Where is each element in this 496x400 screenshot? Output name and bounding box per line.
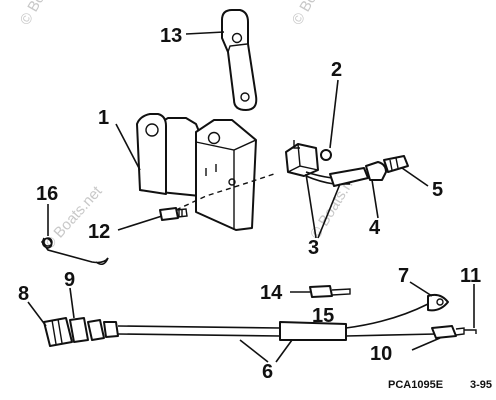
callout-5: 5 xyxy=(432,179,443,201)
leader-6b xyxy=(275,339,293,363)
callout-15: 15 xyxy=(312,305,334,327)
leader-8 xyxy=(27,301,47,327)
leader-9 xyxy=(69,287,75,319)
bracket-part xyxy=(136,113,257,231)
callout-3: 3 xyxy=(308,237,319,259)
callout-4: 4 xyxy=(369,217,381,239)
callout-7: 7 xyxy=(398,265,409,287)
callout-14: 14 xyxy=(260,282,283,304)
leader-10 xyxy=(411,337,441,351)
callout-16: 16 xyxy=(36,183,58,205)
callout-13: 13 xyxy=(160,25,182,47)
callout-12: 12 xyxy=(88,221,110,243)
callout-1: 1 xyxy=(98,107,109,129)
pin-terminal-part xyxy=(309,285,351,298)
callout-numbers: 13 2 1 5 16 4 12 3 7 11 9 8 14 15 10 6 xyxy=(18,25,481,383)
callout-6: 6 xyxy=(262,361,273,383)
leader-lines xyxy=(27,31,475,363)
leader-3a xyxy=(305,173,317,239)
callout-8: 8 xyxy=(18,283,29,305)
leader-12 xyxy=(117,215,163,231)
switch-assembly-part xyxy=(285,140,409,187)
leader-2 xyxy=(329,79,339,149)
date-code-label: 3-95 xyxy=(470,379,492,391)
leader-3b xyxy=(317,183,341,239)
leader-13 xyxy=(185,31,225,35)
leader-6a xyxy=(239,339,269,363)
callout-10: 10 xyxy=(370,343,392,365)
callout-11: 11 xyxy=(460,265,481,287)
arm-lever-part xyxy=(221,9,258,111)
screw-part xyxy=(159,207,188,221)
callout-2: 2 xyxy=(331,59,342,81)
part-code-label: PCA1095E xyxy=(388,379,443,391)
leader-4 xyxy=(371,179,379,219)
watermark-top-right: © Boats.net xyxy=(289,0,343,28)
watermark-top-left: © Boats.net xyxy=(17,0,71,28)
assembly-dash-line xyxy=(175,173,275,211)
leader-7 xyxy=(409,281,433,297)
leader-1 xyxy=(115,123,141,171)
callout-9: 9 xyxy=(64,269,75,291)
wiring-harness-part xyxy=(43,293,477,347)
spring-clip-part xyxy=(41,237,109,266)
leader-5 xyxy=(401,167,429,187)
